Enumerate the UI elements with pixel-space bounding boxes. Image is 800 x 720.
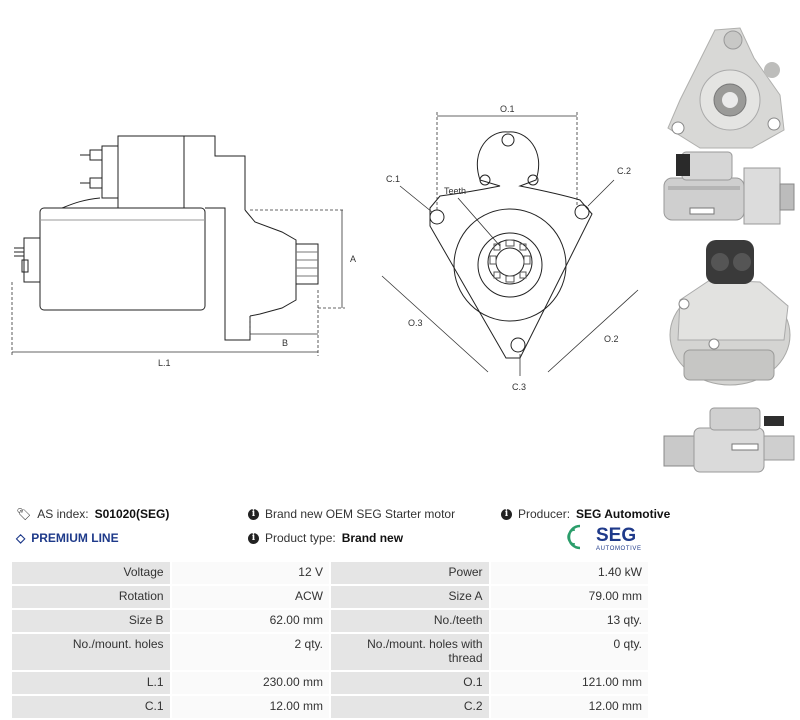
table-row: No./mount. holes 2 qty. No./mount. holes… bbox=[12, 634, 648, 670]
spec-key: No./mount. holes with thread bbox=[330, 634, 489, 670]
product-photos bbox=[663, 27, 795, 473]
product-photo-side[interactable] bbox=[663, 151, 795, 225]
info-icon: i bbox=[248, 532, 259, 544]
spec-key: O.1 bbox=[330, 672, 489, 694]
spec-value: 12.00 mm bbox=[171, 696, 329, 718]
table-row: Size B 62.00 mm No./teeth 13 qty. bbox=[12, 610, 648, 632]
table-row: Rotation ACW Size A 79.00 mm bbox=[12, 586, 648, 608]
dim-label-o3: O.3 bbox=[408, 318, 423, 328]
spec-value: 121.00 mm bbox=[490, 672, 648, 694]
premium-line-row: ◇ PREMIUM LINE bbox=[16, 531, 119, 545]
spec-key: C.1 bbox=[12, 696, 170, 718]
spec-value: 12.00 mm bbox=[490, 696, 648, 718]
tag-icon: 🏷︎ bbox=[16, 507, 32, 521]
dim-label-c1: C.1 bbox=[386, 174, 400, 184]
spec-key: Power bbox=[330, 562, 489, 584]
spec-key: Voltage bbox=[12, 562, 170, 584]
product-photo-side-alt[interactable] bbox=[663, 407, 795, 473]
product-type-value: Brand new bbox=[341, 531, 404, 545]
product-description: Brand new OEM SEG Starter motor bbox=[265, 507, 456, 521]
spec-value: ACW bbox=[171, 586, 329, 608]
description-row: i Brand new OEM SEG Starter motor bbox=[248, 507, 455, 521]
producer-value[interactable]: SEG Automotive bbox=[576, 507, 671, 521]
diamond-icon: ◇ bbox=[16, 531, 26, 545]
table-row: Voltage 12 V Power 1.40 kW bbox=[12, 562, 648, 584]
spec-value: 12 V bbox=[171, 562, 329, 584]
spec-key: L.1 bbox=[12, 672, 170, 694]
as-index-label: AS index: bbox=[37, 507, 89, 521]
spec-value: 13 qty. bbox=[490, 610, 648, 632]
table-row: L.1 230.00 mm O.1 121.00 mm bbox=[12, 672, 648, 694]
spec-value: 230.00 mm bbox=[171, 672, 329, 694]
spec-key: No./mount. holes bbox=[12, 634, 170, 670]
info-icon: i bbox=[248, 508, 259, 520]
spec-value: 79.00 mm bbox=[490, 586, 648, 608]
dim-label-o2: O.2 bbox=[604, 334, 619, 344]
spec-value: 2 qty. bbox=[171, 634, 329, 670]
producer-label: Producer: bbox=[518, 507, 571, 521]
dim-label-c3: C.3 bbox=[512, 382, 526, 392]
producer-row: i Producer: SEG Automotive bbox=[501, 507, 670, 521]
product-photo-front[interactable] bbox=[667, 27, 785, 149]
side-view-drawing bbox=[14, 135, 319, 341]
spec-key: Size A bbox=[330, 586, 489, 608]
logo-main-text: SEG bbox=[596, 525, 636, 546]
side-view-dimensions bbox=[11, 209, 345, 356]
dim-label-teeth: Teeth bbox=[444, 186, 466, 196]
spec-key: C.2 bbox=[330, 696, 489, 718]
spec-key: Rotation bbox=[12, 586, 170, 608]
spec-value: 1.40 kW bbox=[490, 562, 648, 584]
dim-label-l1: L.1 bbox=[158, 358, 171, 368]
product-type-label: Product type: bbox=[265, 531, 336, 545]
dim-label-a: A bbox=[350, 254, 356, 264]
dim-label-b: B bbox=[282, 338, 288, 348]
product-type-row: i Product type: Brand new bbox=[248, 531, 403, 545]
table-row: C.1 12.00 mm C.2 12.00 mm bbox=[12, 696, 648, 718]
spec-table: Voltage 12 V Power 1.40 kW Rotation ACW … bbox=[10, 560, 650, 720]
logo-sub-text: AUTOMOTIVE bbox=[596, 546, 642, 552]
dim-label-c2: C.2 bbox=[617, 166, 631, 176]
premium-line-label: PREMIUM LINE bbox=[31, 531, 119, 545]
info-icon: i bbox=[501, 508, 512, 520]
as-index-value: S01020(SEG) bbox=[94, 507, 170, 521]
technical-drawing: A B L.1 O.1 bbox=[11, 104, 639, 392]
spec-key: Size B bbox=[12, 610, 170, 632]
front-view-dimensions bbox=[381, 112, 639, 376]
seg-automotive-logo[interactable]: SEG AUTOMOTIVE bbox=[566, 522, 650, 552]
front-view-drawing bbox=[429, 131, 593, 359]
dim-label-o1: O.1 bbox=[500, 104, 515, 114]
as-index-row: 🏷︎ AS index: S01020(SEG) bbox=[16, 507, 169, 521]
product-photo-rear[interactable] bbox=[669, 240, 791, 386]
spec-value: 0 qty. bbox=[490, 634, 648, 670]
spec-value: 62.00 mm bbox=[171, 610, 329, 632]
spec-key: No./teeth bbox=[330, 610, 489, 632]
